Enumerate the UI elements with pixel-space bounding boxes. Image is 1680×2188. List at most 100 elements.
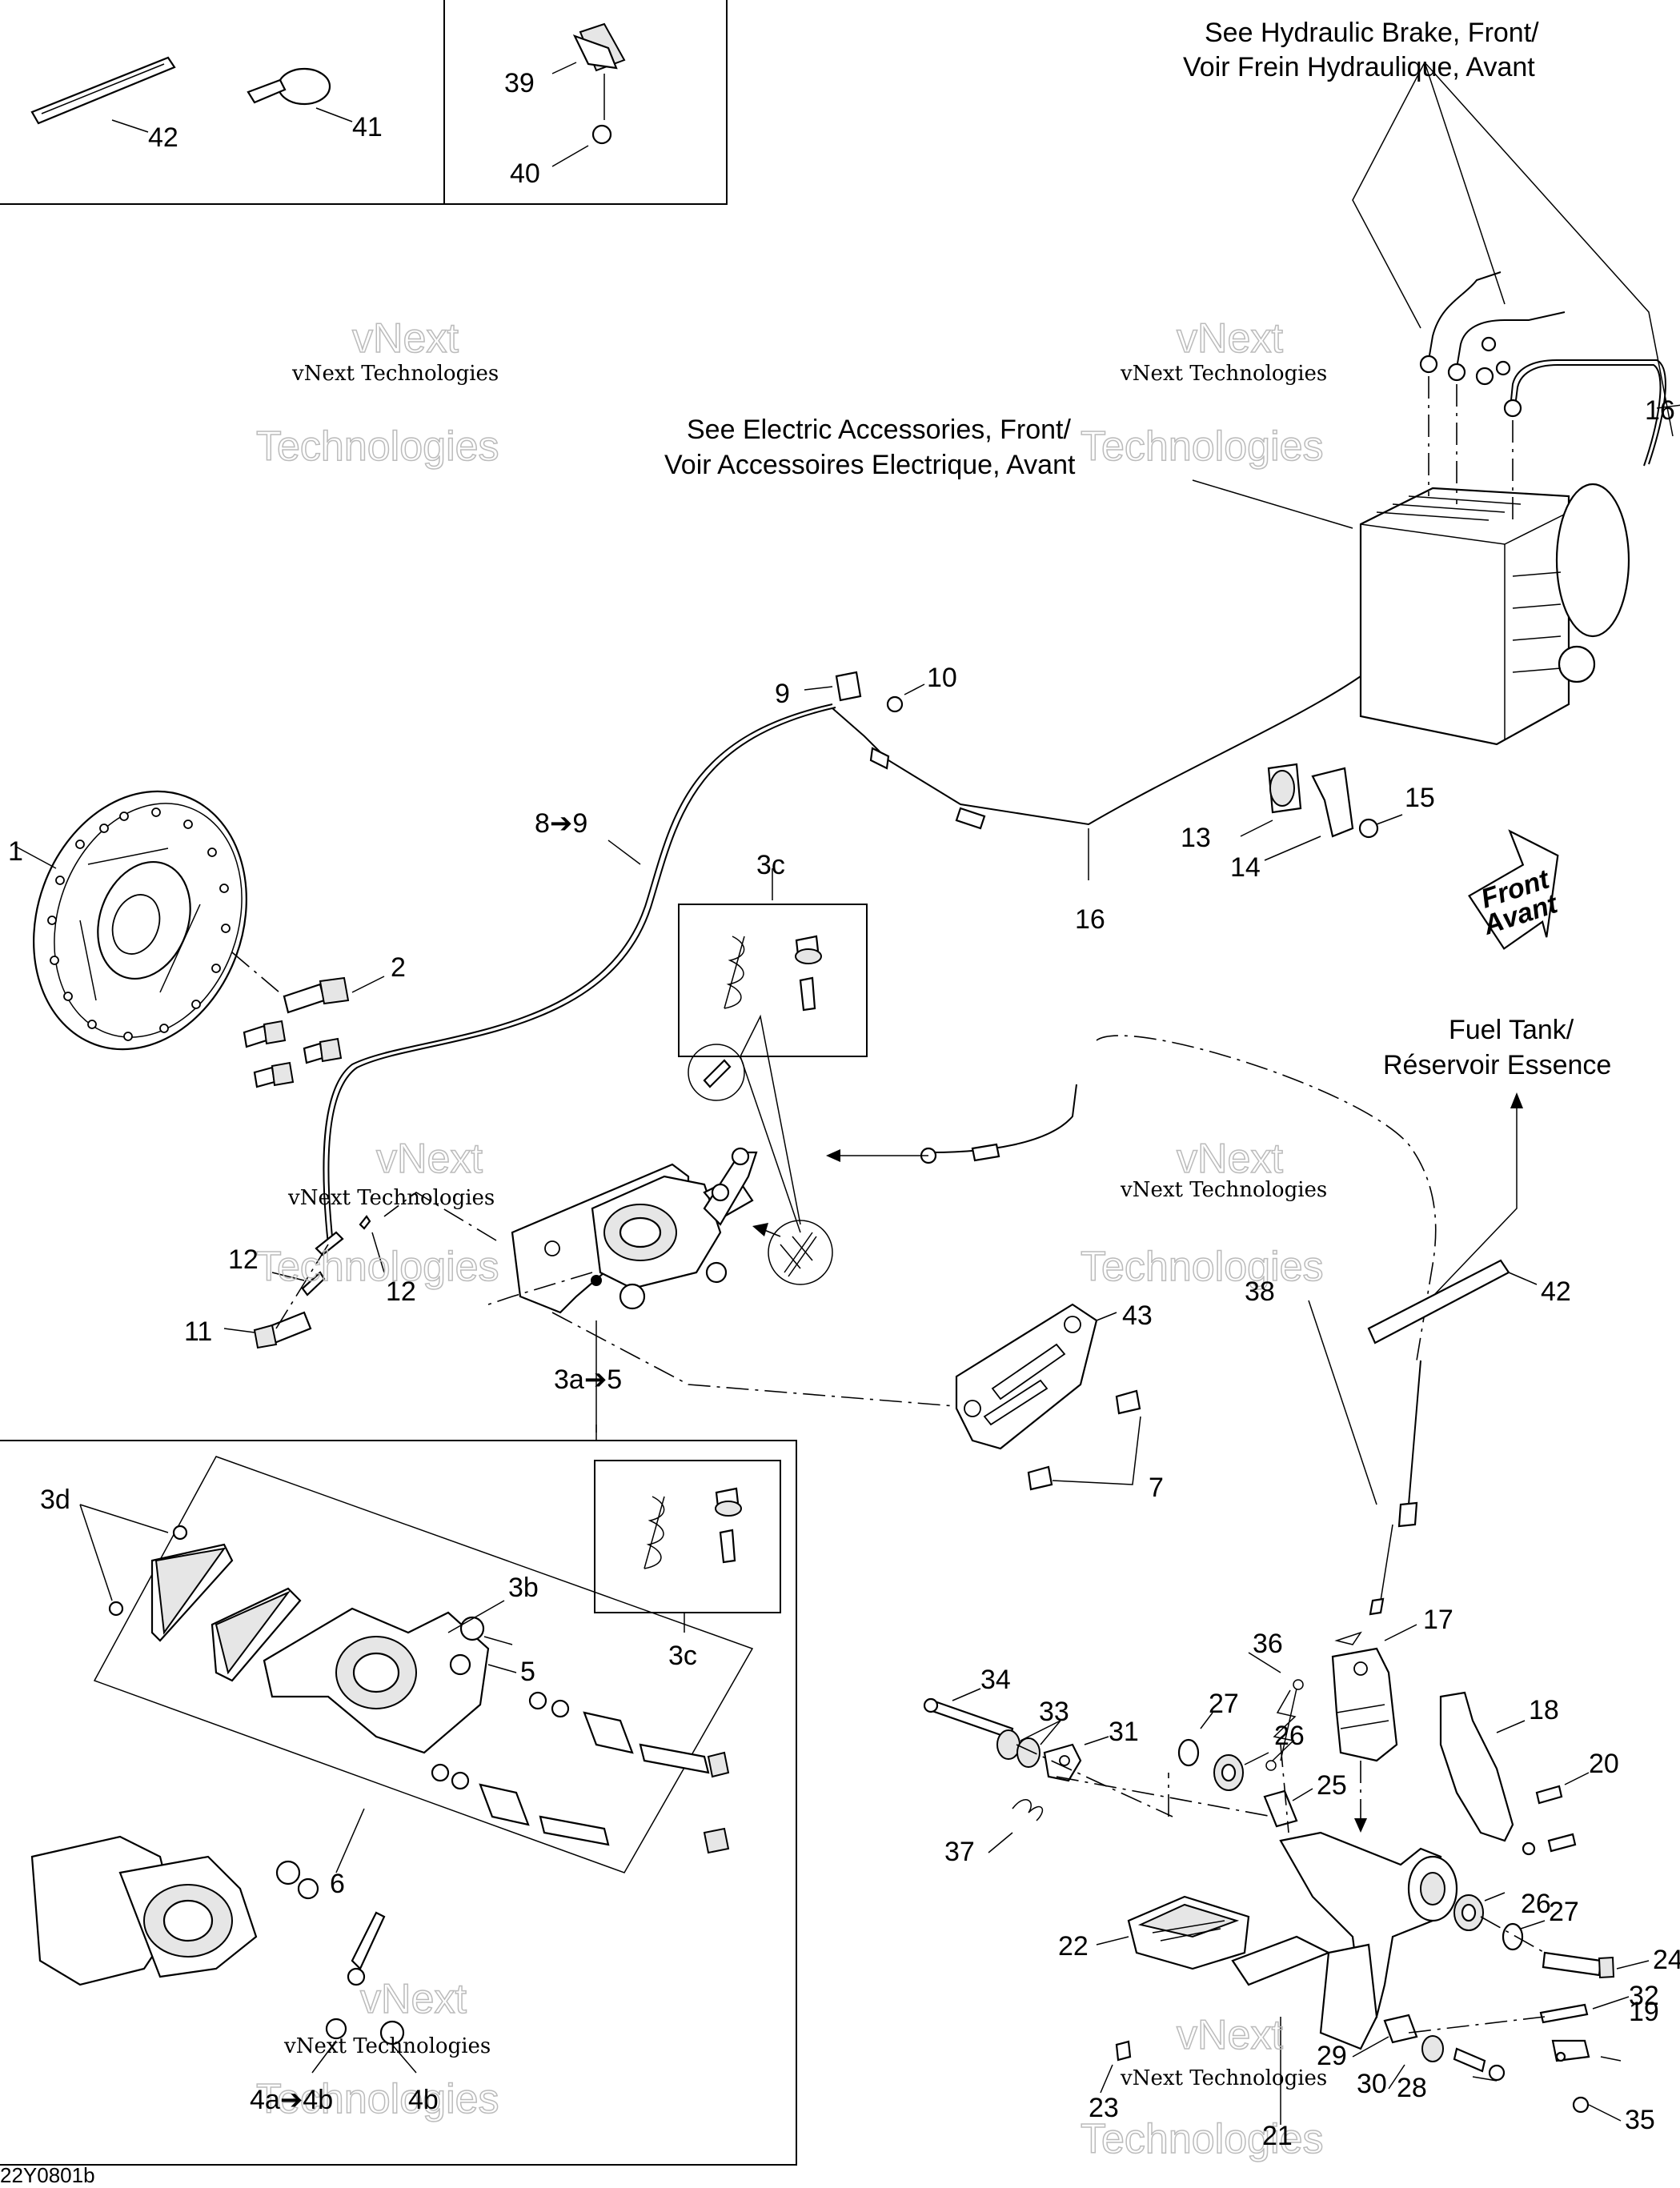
callout-label: 37 (944, 1837, 975, 1867)
callout-label: 34 (980, 1665, 1011, 1695)
caliper-detail-circles (688, 1044, 833, 1285)
callout-label: 16 (1645, 395, 1675, 426)
callout-label: 3c (756, 850, 785, 880)
bearings-part-26 (1213, 1752, 1506, 1931)
callout-label: 16 (1075, 904, 1105, 935)
callout-label: 22 (1058, 1931, 1089, 1962)
callout-label: 36 (1253, 1629, 1283, 1659)
callout-label: 4b (408, 2085, 439, 2115)
watermark-outline: vNext (1177, 1136, 1283, 1182)
disc-holes (47, 807, 231, 1041)
caliper-leaders (383, 1014, 985, 1433)
callout-label: 24 (1653, 1945, 1680, 1975)
front-direction-arrow (1468, 829, 1559, 950)
caliper-exploded-inset-box (0, 1425, 797, 2166)
callout-label: 3b (508, 1573, 539, 1603)
caliper-exploded-box-outline (93, 1456, 754, 1873)
watermark: vNext Technologies (1120, 1178, 1327, 1202)
pedal-assembly-dashes (1016, 1744, 1546, 2034)
callout-label: 14 (1230, 852, 1261, 883)
watermark-outline: Technologies (256, 423, 499, 470)
strap-part-42-inset (30, 56, 176, 133)
brake-line-part-8 (323, 703, 836, 1245)
watermark: vNext Technologies (1120, 2066, 1327, 2090)
watermark: vNext Technologies (283, 2034, 491, 2058)
callout-label: 15 (1405, 783, 1435, 813)
callout-label: 43 (1122, 1300, 1153, 1331)
callout-label: 19 (1629, 1997, 1659, 2027)
callout-label: 38 (1245, 1276, 1275, 1307)
arm-part-31 (1043, 1736, 1109, 1782)
callout-label: 41 (352, 112, 383, 142)
abs-module (1359, 483, 1630, 746)
line-fitting-part-9 (804, 671, 925, 713)
washers-part-12 (271, 1215, 385, 1329)
bracket-part-43 (955, 1303, 1141, 1491)
callout-label: 21 (1262, 2121, 1293, 2151)
caliper-assembly-inset-lower (30, 1835, 417, 2074)
callout-label: 32 (1629, 1981, 1659, 2011)
note-electric-accessories-line1: See Electric Accessories, Front/ (687, 415, 1072, 445)
drawing-code: 22Y0801b (0, 2163, 95, 2187)
small-parts-28-29-30-32-35-19 (1100, 1996, 1630, 2122)
bolts-part-20 (1522, 1772, 1590, 1856)
callout-label: 17 (1423, 1605, 1453, 1635)
note-fuel-tank-line1: Fuel Tank/ (1449, 1015, 1574, 1045)
callout-label: 42 (1541, 1276, 1571, 1307)
spring-clip-part-37 (988, 1799, 1044, 1853)
callout-label: 30 (1357, 2069, 1387, 2099)
callout-label: 3a➔5 (554, 1364, 622, 1395)
clip-parts-13-14-15 (1240, 763, 1403, 861)
callout-label: 40 (510, 158, 540, 189)
watermark-outline: vNext (352, 315, 459, 362)
note-hydraulic-brake-line1: See Hydraulic Brake, Front/ (1205, 18, 1539, 48)
watermark-outline: Technologies (1081, 2116, 1324, 2162)
callout-label: 3d (40, 1485, 70, 1515)
caliper-assembly-inset-upper (263, 1607, 513, 1754)
washers-part-27 (1177, 1712, 1546, 1951)
bolt-part-24 (1542, 1951, 1650, 1979)
callout-label: 18 (1529, 1695, 1559, 1725)
callout-label: 11 (184, 1316, 212, 1347)
inset-leaders (335, 1600, 517, 1873)
callout-label: 8➔9 (535, 808, 587, 839)
watermark-outline: vNext (360, 1976, 467, 2022)
spacer-part-25 (1263, 1788, 1313, 1828)
watermarks: vNext Technologies vNext Technologies vN… (255, 315, 1327, 2163)
note-fuel-tank-line2: Réservoir Essence (1383, 1050, 1611, 1080)
callout-label: 6 (330, 1869, 345, 1899)
callout-label: 25 (1317, 1770, 1347, 1801)
watermark-outline: Technologies (256, 1244, 499, 1290)
callout-label: 20 (1589, 1749, 1619, 1779)
footrest-part-22 (1096, 1895, 1250, 1970)
watermark-outline: Technologies (1081, 1244, 1324, 1290)
callout-label: 39 (504, 68, 535, 98)
callout-label: 12 (228, 1244, 259, 1275)
abs-brake-lines (1419, 271, 1680, 520)
disc-bolts-part-2 (231, 952, 385, 1088)
brake-lever-part-17 (1331, 1624, 1417, 1762)
pads-part-3d (79, 1504, 302, 1682)
callout-label: 28 (1397, 2073, 1427, 2103)
watermark-outline: vNext (376, 1136, 483, 1182)
note-electric-accessories-line2: Voir Accessoires Electrique, Avant (664, 450, 1076, 480)
callout-label: 26 (1521, 1889, 1551, 1919)
clamp-part-41-inset (247, 67, 353, 122)
watermark: vNext Technologies (287, 1186, 495, 1210)
callout-label: 12 (386, 1276, 416, 1307)
callout-label: 7 (1149, 1473, 1164, 1503)
callout-label: 10 (927, 663, 957, 693)
brake-disc-part-1 (15, 790, 247, 1051)
pedal-housing-part-21 (1231, 1831, 1458, 2125)
callout-label: 5 (520, 1657, 535, 1687)
inset-box-top-left (0, 0, 728, 205)
bushings-part-33 (996, 1720, 1061, 1768)
caliper-arm (703, 1147, 758, 1226)
note-leaders (1192, 62, 1674, 1297)
callout-label: 35 (1625, 2105, 1655, 2135)
callout-label: 42 (148, 122, 178, 153)
callout-label: 3c (668, 1641, 697, 1671)
watermark-outline: vNext (1177, 2012, 1283, 2058)
brake-line-part-16 (832, 675, 1361, 880)
watermark-outline: Technologies (256, 2076, 499, 2122)
